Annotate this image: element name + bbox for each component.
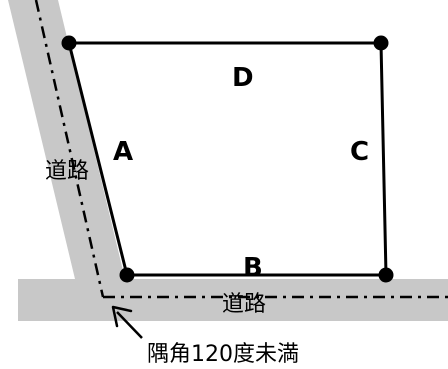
side-label-d: D	[232, 63, 254, 93]
horizontal-road	[18, 279, 448, 321]
side-label-c: C	[350, 137, 369, 167]
road-label-horizontal: 道路	[222, 292, 266, 317]
vertical-road-centerline	[34, 0, 105, 298]
side-label-a: A	[113, 137, 133, 167]
vertex-bottom-left	[119, 267, 135, 283]
road-label-vertical: 道路	[45, 159, 89, 184]
corner-pointer-arrowhead	[111, 305, 133, 328]
side-label-b: B	[243, 253, 263, 283]
vertex-top-right	[373, 35, 389, 51]
corner-angle-caption: 隅角120度未満	[147, 342, 299, 367]
vertex-bottom-right	[378, 267, 394, 283]
corner-pointer-arrow	[116, 311, 143, 339]
vertex-top-left	[61, 35, 77, 51]
